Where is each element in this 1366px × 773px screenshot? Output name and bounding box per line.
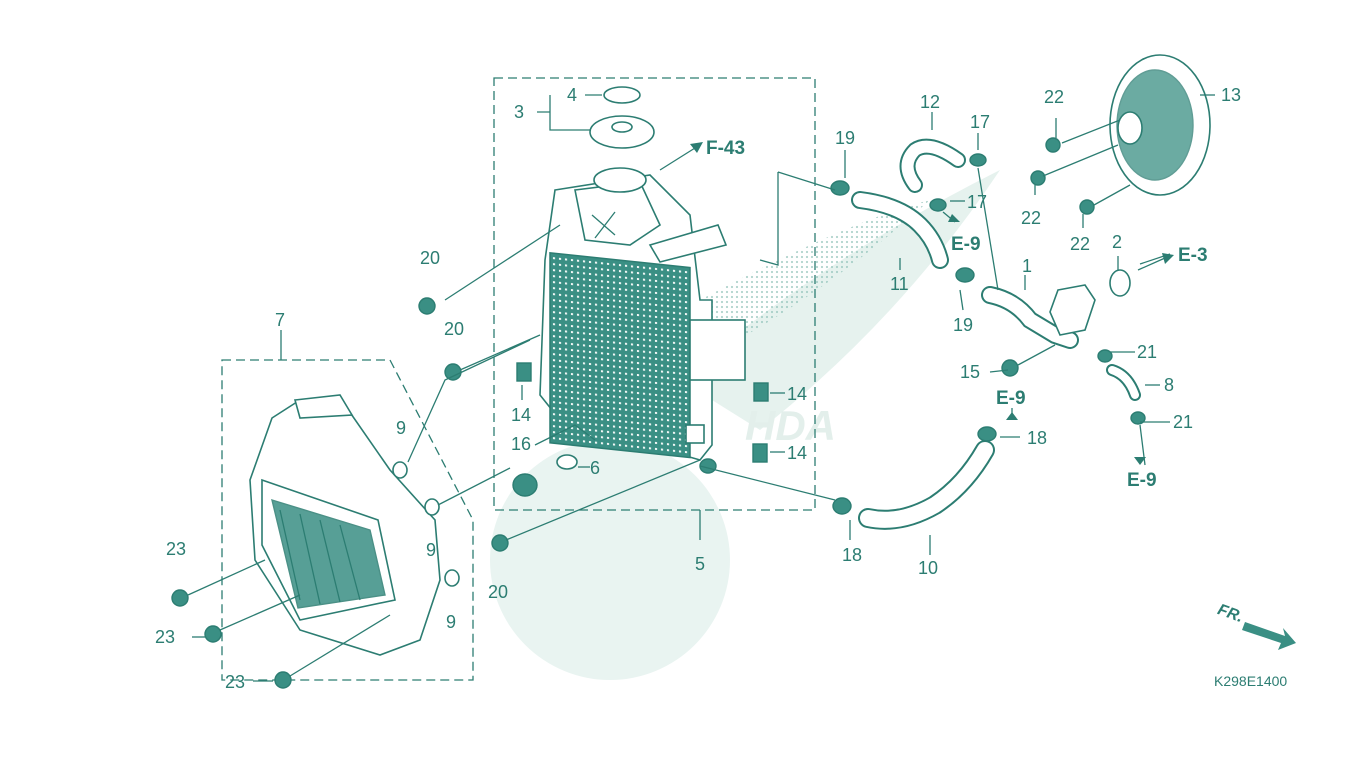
callout-9-middle: 9 [426, 540, 436, 560]
upper-hose-11 [851, 191, 949, 269]
callout-12: 12 [920, 92, 940, 112]
lower-hose-10 [858, 440, 995, 530]
ref-e9-upper: E-9 [951, 234, 981, 255]
callout-23-middle: 23 [155, 627, 175, 647]
callout-6: 6 [590, 458, 600, 478]
callout-19-lower: 19 [953, 315, 973, 335]
callout-14-upper: 14 [787, 384, 807, 404]
callout-9-upper: 9 [396, 418, 406, 438]
svg-text:HDA: HDA [745, 402, 836, 449]
callout-22-middle: 22 [1021, 208, 1041, 228]
callout-18-right: 18 [1027, 428, 1047, 448]
callout-21-upper: 21 [1137, 342, 1157, 362]
radiator-assembly-box [493, 77, 816, 540]
callout-2: 2 [1112, 232, 1122, 252]
ref-e3: E-3 [1178, 245, 1208, 266]
callout-22-upper: 22 [1044, 87, 1064, 107]
callouts: 1 2 3 4 5 6 7 8 9 9 9 10 11 12 13 14 14 … [155, 85, 1241, 692]
callout-13: 13 [1221, 85, 1241, 105]
front-label: FR. [1215, 601, 1245, 626]
callout-20-upper: 20 [420, 248, 440, 268]
callout-17-upper: 17 [970, 112, 990, 132]
cooling-fan [1109, 54, 1211, 196]
radiator-cap [589, 86, 655, 149]
leader-lines [187, 94, 1215, 682]
callout-23-lower: 23 [225, 672, 245, 692]
callout-21-lower: 21 [1173, 412, 1193, 432]
front-direction-arrow: FR. [1215, 601, 1296, 650]
callout-1: 1 [1022, 256, 1032, 276]
fasteners [171, 137, 1146, 689]
reference-arrows [948, 214, 1174, 465]
callout-14-lower: 14 [787, 443, 807, 463]
callout-11: 11 [890, 274, 909, 294]
callout-18-bottom: 18 [842, 545, 862, 565]
ref-f43: F-43 [706, 138, 745, 159]
f43-arrowhead [690, 142, 703, 153]
callout-20-middle: 20 [444, 319, 464, 339]
callout-14-left: 14 [511, 405, 531, 425]
callout-5: 5 [695, 554, 705, 574]
callout-3: 3 [514, 102, 524, 122]
callout-22-lower: 22 [1070, 234, 1090, 254]
callout-4: 4 [567, 85, 577, 105]
radiator [539, 167, 746, 474]
callout-23-upper: 23 [166, 539, 186, 559]
shroud-assembly-box [221, 330, 474, 681]
radiator-shroud [249, 394, 441, 656]
callout-7: 7 [275, 310, 285, 330]
callout-10: 10 [918, 558, 938, 578]
water-pipe-1 [981, 269, 1131, 349]
callout-8: 8 [1164, 375, 1174, 395]
drawing-code: K298E1400 [1214, 673, 1287, 689]
ref-e9-middle: E-9 [996, 388, 1026, 409]
callout-19-upper: 19 [835, 128, 855, 148]
callout-20-lower: 20 [488, 582, 508, 602]
callout-9-lower: 9 [446, 612, 456, 632]
bypass-hose-12 [899, 138, 966, 193]
callout-17-lower: 17 [967, 192, 987, 212]
f43-leader [659, 147, 696, 171]
callout-15: 15 [960, 362, 980, 382]
hose-8 [1106, 364, 1141, 401]
ref-e9-lower: E-9 [1127, 470, 1157, 491]
callout-16: 16 [511, 434, 531, 454]
